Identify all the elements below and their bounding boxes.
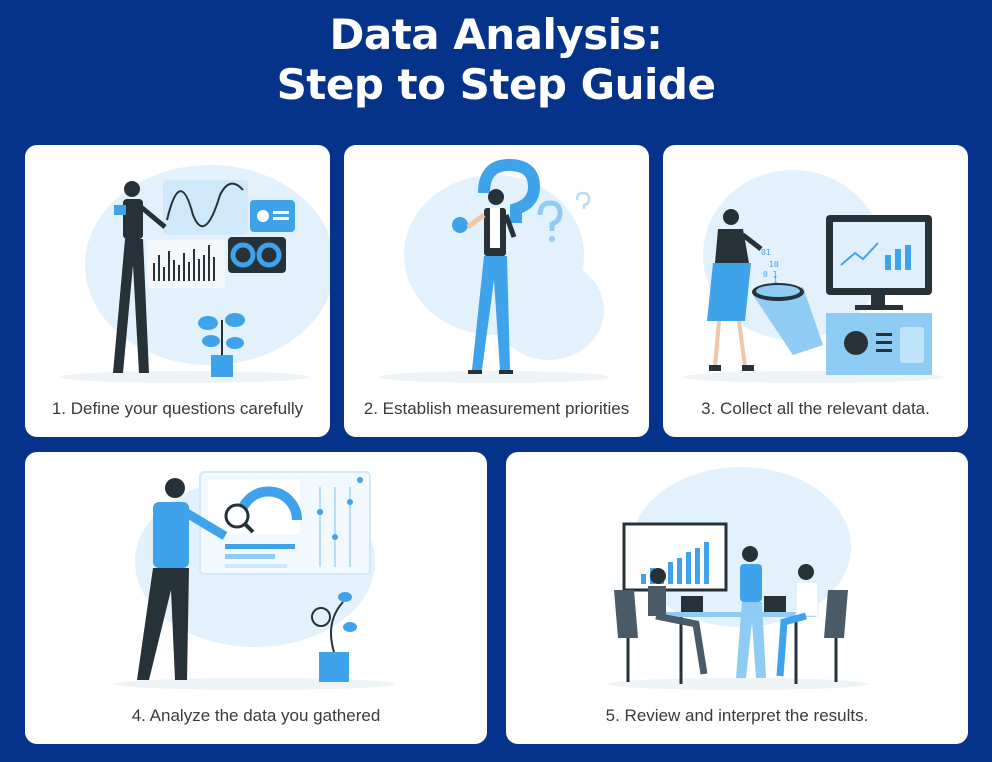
svg-text:0 1: 0 1 (763, 270, 778, 279)
step-label-5: 5. Review and interpret the results. (605, 706, 869, 725)
data-collection-illustration: 01 10 0 11 (683, 170, 943, 383)
meeting-illustration (608, 467, 868, 690)
svg-text:10: 10 (769, 260, 779, 269)
step-label-2: 2. Establish measurement priorities (363, 399, 630, 418)
step-card-1: 1. Define your questions carefully (25, 145, 330, 437)
title-line-1: Data Analysis: (329, 10, 663, 59)
svg-text:1: 1 (773, 276, 778, 285)
step-card-5: 5. Review and interpret the results. (506, 452, 968, 744)
step-label-4: 4. Analyze the data you gathered (131, 706, 381, 725)
step-card-2: 2. Establish measurement priorities (344, 145, 649, 437)
svg-text:01: 01 (761, 248, 771, 257)
question-illustration (379, 158, 609, 383)
step-card-4: 4. Analyze the data you gathered (25, 452, 487, 744)
title-line-2: Step to Step Guide (276, 60, 716, 109)
page-title: Data Analysis: Step to Step Guide (0, 10, 992, 110)
step-label-3: 3. Collect all the relevant data. (701, 399, 930, 418)
dashboard-illustration (60, 165, 330, 383)
analysis-illustration (115, 471, 395, 690)
step-label-1: 1. Define your questions carefully (51, 399, 304, 418)
